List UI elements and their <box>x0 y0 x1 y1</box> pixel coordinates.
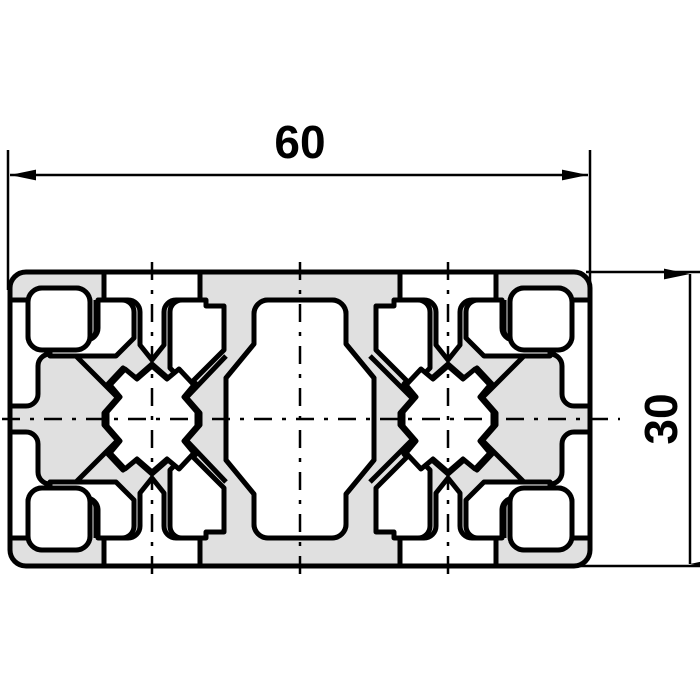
corner-bolt-hole-bottom-right-top <box>507 485 575 553</box>
corner-bolt-hole-top-left-top <box>25 285 93 353</box>
corner-bolt-hole-bottom-left-top <box>25 485 93 553</box>
dimension-label-height: 30 <box>635 393 687 444</box>
centerlines <box>2 262 620 578</box>
corner-bolt-hole-top-right-top <box>507 285 575 353</box>
pocket-sw-right-final <box>373 449 433 541</box>
dimension-width-60: 60 <box>6 116 592 290</box>
pocket-se-left-final <box>167 449 227 541</box>
dimension-label-width: 60 <box>274 116 325 168</box>
pocket-ne-left-final <box>167 297 227 389</box>
pocket-nw-right-final <box>373 297 433 389</box>
dimension-height-30: 30 <box>540 268 700 570</box>
